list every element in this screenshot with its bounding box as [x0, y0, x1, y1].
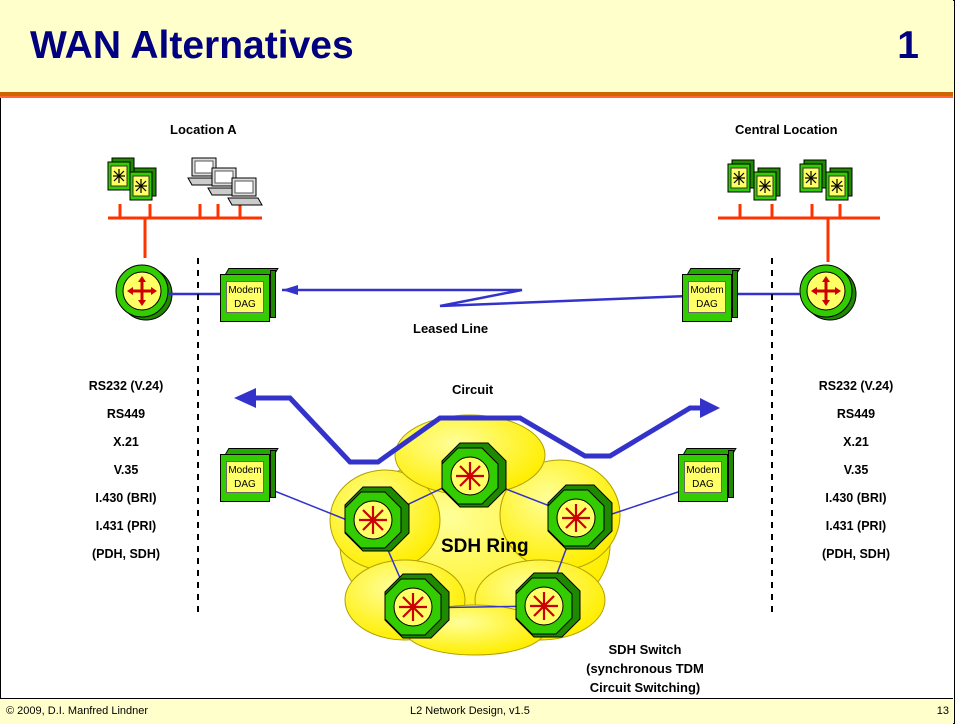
- slide-number: 1: [897, 24, 919, 67]
- modem-label: Modem: [690, 285, 724, 296]
- modem-label: Modem: [686, 465, 720, 476]
- title-rule: [0, 92, 953, 96]
- interface-item: RS449: [836, 407, 876, 421]
- sdh-switch-icon: [546, 483, 614, 551]
- slide-title: WAN Alternatives: [30, 24, 354, 67]
- interface-item: (PDH, SDH): [91, 547, 161, 561]
- interface-item: RS232 (V.24): [818, 379, 894, 393]
- sdh-switch-line: Circuit Switching): [589, 680, 701, 695]
- modem-label: DAG: [696, 299, 718, 310]
- footer-copyright: © 2009, D.I. Manfred Lindner: [6, 705, 149, 717]
- server-icon: [753, 167, 781, 201]
- leased-line: [282, 288, 689, 308]
- interface-item: I.430 (BRI): [95, 491, 157, 505]
- sdh-switch-icon: [514, 571, 582, 639]
- central-location-label: Central Location: [735, 122, 838, 137]
- slide-footer: © 2009, D.I. Manfred Lindner L2 Network …: [0, 698, 953, 724]
- sdh-switch-line: (synchronous TDM: [586, 661, 704, 676]
- interface-item: (PDH, SDH): [821, 547, 891, 561]
- sdh-switch-line: SDH Switch: [608, 642, 682, 657]
- modem-label: Modem: [228, 465, 262, 476]
- interface-item: I.431 (PRI): [825, 519, 887, 533]
- router-icon: [114, 263, 174, 322]
- location-a-label: Location A: [170, 122, 237, 137]
- server-icon: [727, 159, 755, 193]
- sdh-switch-icon: [383, 572, 451, 640]
- modem-label: DAG: [234, 479, 256, 490]
- server-icon: [799, 159, 827, 193]
- sdh-ring-label: SDH Ring: [441, 536, 529, 557]
- interface-item: V.35: [843, 463, 869, 477]
- interface-list-right: RS232 (V.24) RS449 X.21 V.35 I.430 (BRI)…: [786, 372, 926, 568]
- modem-label: Modem: [228, 285, 262, 296]
- interface-item: I.430 (BRI): [825, 491, 887, 505]
- interface-list-left: RS232 (V.24) RS449 X.21 V.35 I.430 (BRI)…: [56, 372, 196, 568]
- router-icon: [798, 263, 858, 322]
- workstation-icon: [227, 177, 263, 206]
- modem-label: DAG: [234, 299, 256, 310]
- interface-item: X.21: [843, 435, 869, 449]
- circuit-path: [244, 395, 708, 465]
- title-rule-accent: [0, 96, 953, 98]
- interface-item: X.21: [113, 435, 139, 449]
- sdh-switch-icon: [440, 441, 508, 509]
- circuit-label: Circuit: [452, 382, 494, 397]
- sdh-switch-icon: [343, 485, 411, 553]
- sdh-switch-label: SDH Switch (synchronous TDM Circuit Swit…: [560, 640, 730, 697]
- title-bar: WAN Alternatives 1: [0, 0, 953, 92]
- server-icon: [825, 167, 853, 201]
- interface-item: RS449: [106, 407, 146, 421]
- interface-item: V.35: [113, 463, 139, 477]
- modem-label: DAG: [692, 479, 714, 490]
- leased-line-label: Leased Line: [413, 321, 489, 336]
- interface-item: I.431 (PRI): [95, 519, 157, 533]
- footer-course: L2 Network Design, v1.5: [410, 705, 530, 717]
- interface-item: RS232 (V.24): [88, 379, 164, 393]
- server-icon: [129, 167, 157, 201]
- footer-page-number: 13: [936, 705, 949, 717]
